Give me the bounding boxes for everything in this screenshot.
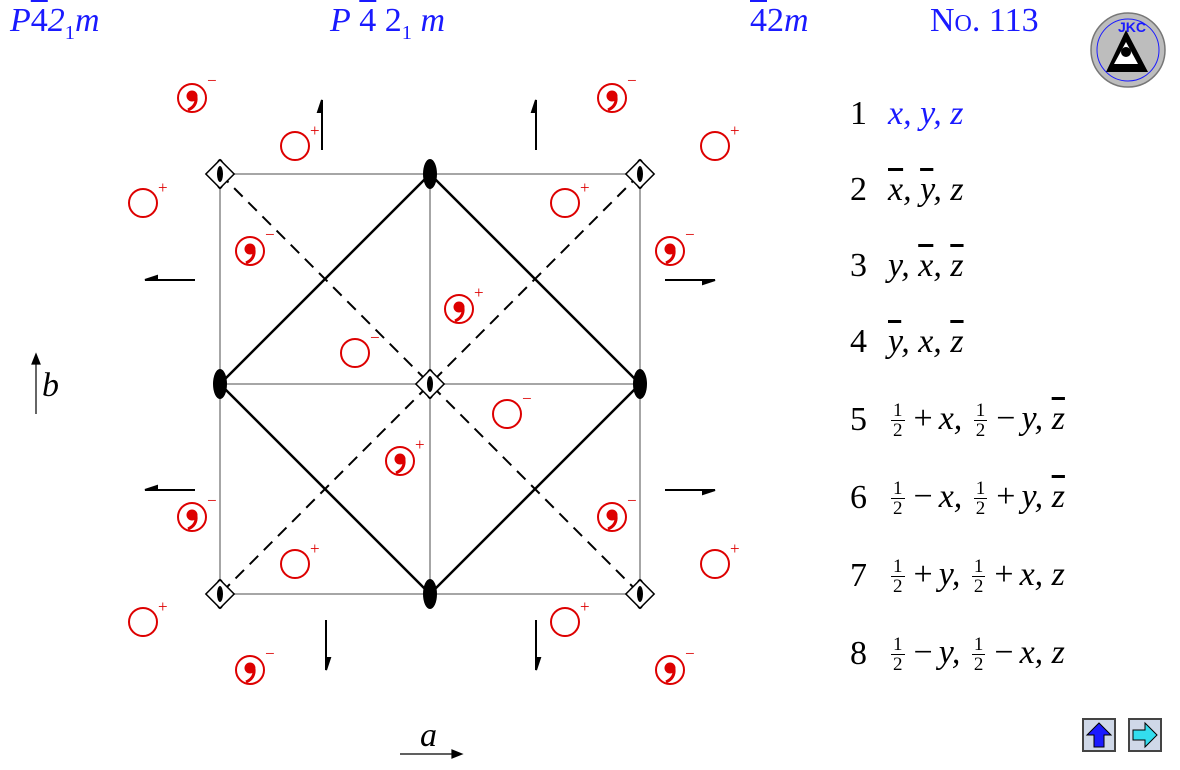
svg-text:−: − — [207, 71, 217, 90]
svg-text:+: + — [310, 121, 320, 140]
up-button[interactable] — [1082, 718, 1116, 752]
axis-a-label: a — [420, 717, 437, 754]
full-symbol: P 4 21 m — [330, 2, 446, 44]
space-group-number: No. 113 — [930, 2, 1039, 39]
svg-text:+: + — [730, 121, 740, 140]
svg-text:−: − — [370, 328, 380, 347]
position-4: 4 y, x, z — [850, 323, 964, 360]
position-1: 1 x, y, z — [850, 95, 964, 132]
svg-text:−: − — [265, 644, 275, 663]
right-arrow-icon — [1132, 721, 1158, 749]
svg-text:−: − — [627, 491, 637, 510]
svg-text:−: − — [522, 389, 532, 408]
svg-text:+: + — [474, 283, 484, 302]
svg-text:−: − — [627, 71, 637, 90]
rotoinversion-symbols — [204, 158, 656, 610]
svg-text:+: + — [415, 435, 425, 454]
axis-a — [400, 749, 464, 759]
position-2: 2 x, y, z — [850, 171, 964, 208]
svg-text:+: + — [730, 539, 740, 558]
point-group: 42m — [750, 2, 809, 39]
jkc-logo: JKC — [1090, 12, 1166, 88]
svg-text:+: + — [580, 178, 590, 197]
up-arrow-icon — [1085, 722, 1113, 748]
position-3: 3 y, x, z — [850, 247, 964, 284]
svg-text:−: − — [265, 225, 275, 244]
svg-text:−: − — [685, 225, 695, 244]
screw-axes — [144, 99, 716, 671]
general-positions: − − + + + + − − + − − + − − + + + + − − — [128, 71, 740, 686]
svg-text:−: − — [207, 491, 217, 510]
axis-b — [31, 352, 41, 414]
axis-b-label: b — [42, 367, 59, 404]
logo-text: JKC — [1118, 19, 1146, 35]
twofold-axes — [213, 159, 647, 609]
svg-text:+: + — [158, 597, 168, 616]
svg-text:−: − — [685, 644, 695, 663]
svg-text:+: + — [310, 539, 320, 558]
svg-text:+: + — [158, 178, 168, 197]
short-symbol: P421m — [10, 2, 100, 44]
svg-text:+: + — [580, 597, 590, 616]
next-button[interactable] — [1128, 718, 1162, 752]
